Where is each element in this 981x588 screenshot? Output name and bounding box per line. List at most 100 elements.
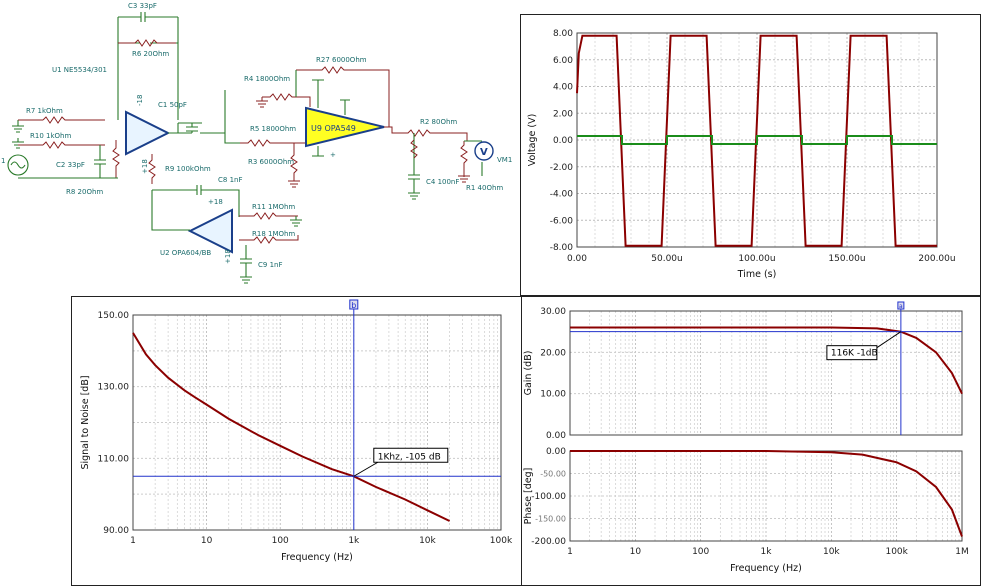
x-tick-label: 10k (823, 547, 840, 557)
signal-source[interactable]: 1 (1, 154, 29, 176)
x-tick-label: 0.00 (567, 254, 587, 264)
x-tick-label: 1k (348, 536, 360, 546)
y-axis-label: Signal to Noise [dB] (80, 375, 91, 469)
snr-chart: 150.00 130.00 110.00 90.001 10 100 1k 10k 100kFr… (80, 299, 513, 563)
voltmeter-symbol: V (480, 147, 488, 158)
plot-frame (576, 32, 938, 248)
r9-label: R9 100kOhm (165, 165, 211, 173)
c1-label: C1 50pF (158, 101, 187, 109)
x-tick-label: 10 (630, 547, 642, 557)
vm1-label: VM1 (497, 156, 512, 164)
phase-y-tick-label: 0.00 (546, 447, 566, 457)
x-tick-label: 200.00u (918, 254, 955, 264)
output-voltage-series (576, 34, 937, 247)
y-tick-label: 2.00 (553, 109, 573, 119)
u9-opamp[interactable] (305, 106, 385, 148)
gain-axis-label: Gain (dB) (523, 351, 534, 396)
r1-label: R1 40Ohm (466, 184, 503, 192)
x-tick-label: 1k (761, 547, 773, 557)
y-tick-label: 150.00 (98, 311, 130, 321)
u9-plus: + (330, 151, 336, 159)
x-axis-label: Time (s) (737, 269, 777, 280)
x-tick-label: 1M (955, 547, 969, 557)
u2-label: U2 OPA604/BB (160, 249, 211, 257)
gain-series (570, 326, 963, 395)
u2-plus18-top: +18 (208, 198, 223, 206)
voltmeter-icon[interactable] (474, 141, 494, 161)
snr-series (132, 332, 451, 522)
x-tick-label: 50.00u (651, 254, 682, 264)
x-tick-label: 10 (201, 536, 213, 546)
annotation-text: 116K -1dB (831, 349, 878, 359)
gain-y-tick-label: 20.00 (540, 348, 566, 358)
phase-y-tick-label: -200.00 (531, 537, 566, 547)
x-tick-label: 10k (419, 536, 436, 546)
r10-label: R10 1kOhm (30, 132, 71, 140)
y-tick-label: 110.00 (98, 454, 130, 464)
schematic-panel: 1 R7 1kOhm R10 1kOhm C2 33pF R8 20Ohm U1… (0, 0, 518, 292)
gain-plot-frame (569, 310, 963, 436)
transient-chart: 8.00 6.00 4.00 2.00 0.00 -2.00 -4.00 -6.00 -8.00… (527, 29, 956, 280)
y-tick-label: -8.00 (550, 243, 574, 253)
x-tick-label: 150.00u (828, 254, 865, 264)
r6-label: R6 20Ohm (132, 50, 169, 58)
r4-label: R4 1800Ohm (244, 75, 290, 83)
r11-label: R11 1MOhm (252, 203, 295, 211)
r2-label: R2 80Ohm (420, 118, 457, 126)
plot-frame (132, 314, 502, 531)
x-tick-label: 1 (130, 536, 136, 546)
annotation-text: 1Khz, -105 dB (378, 452, 441, 462)
cursor-marker (349, 299, 359, 310)
y-axis-label: Voltage (V) (527, 114, 538, 167)
phase-y-tick-label: -150.00 (535, 515, 566, 524)
x-axis-label: Frequency (Hz) (281, 552, 353, 563)
u1-label: U1 NE5534/301 (52, 66, 107, 74)
c4-label: C4 100nF (426, 178, 459, 186)
u2-opamp[interactable] (187, 208, 233, 254)
annotation-arrow (876, 331, 902, 349)
y-tick-label: 6.00 (553, 56, 573, 66)
x-tick-label: 100k (490, 536, 513, 546)
y-tick-label: 0.00 (553, 136, 573, 146)
annotation-arrow (353, 461, 379, 477)
r7-label: R7 1kOhm (26, 107, 63, 115)
y-tick-label: -2.00 (550, 163, 574, 173)
bode-chart: 30.0020.0010.000.000.00-100.00-200.00-50… (523, 301, 969, 574)
u9-label: U9 OPA549 (311, 124, 356, 133)
r27-label: R27 6000Ohm (316, 56, 367, 64)
gain-y-tick-label: 30.00 (540, 307, 566, 317)
y-tick-label: 4.00 (553, 83, 573, 93)
x-axis-label: Frequency (Hz) (730, 563, 802, 574)
r8-label: R8 20Ohm (66, 188, 103, 196)
phase-y-tick-label: -100.00 (531, 492, 566, 502)
c2-label: C2 33pF (56, 161, 85, 169)
source-label: 1 (1, 157, 5, 165)
phase-axis-label: Phase [deg] (523, 468, 534, 525)
x-tick-label: 1 (567, 547, 573, 557)
input-voltage-series (577, 135, 937, 145)
r3-label: R3 6000Ohm (248, 158, 294, 166)
x-tick-label: 100.00u (738, 254, 775, 264)
y-tick-label: 90.00 (103, 526, 129, 536)
cursor-marker-label: b (351, 301, 356, 310)
y-tick-label: -4.00 (550, 190, 574, 200)
r5-label: R5 1800Ohm (250, 125, 296, 133)
c9-label: C9 1nF (258, 261, 282, 269)
schematic-canvas: 1 R7 1kOhm R10 1kOhm C2 33pF R8 20Ohm U1… (1, 2, 512, 284)
x-tick-label: 100 (272, 536, 289, 546)
u2-plus18-bottom: +18 (224, 249, 232, 264)
cursor-marker-label: a (899, 303, 903, 310)
u1-opamp[interactable] (125, 110, 171, 156)
c3-label: C3 33pF (128, 2, 157, 10)
c8-label: C8 1nF (218, 176, 242, 184)
phase-series (570, 450, 963, 537)
r18-label: R18 1MOhm (252, 230, 295, 238)
y-tick-label: 8.00 (553, 29, 573, 39)
u1-minus18: -18 (136, 95, 144, 106)
annotation-box (373, 447, 449, 463)
annotation-box (826, 345, 878, 361)
y-tick-label: -6.00 (550, 216, 574, 226)
y-tick-label: 130.00 (98, 383, 130, 393)
